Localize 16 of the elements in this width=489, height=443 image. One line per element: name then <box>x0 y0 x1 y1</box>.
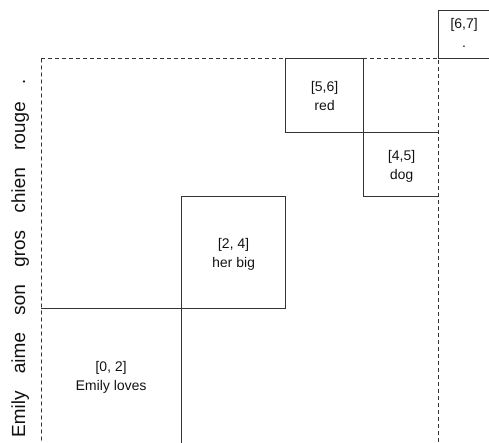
span-words: Emily loves <box>76 376 146 395</box>
span-index: [4,5] <box>388 146 416 164</box>
span-words: her big <box>212 252 255 272</box>
span-box <box>363 132 439 197</box>
span-index: [5,6] <box>310 76 338 96</box>
sentence-label: Emily aime son gros chien rouge . <box>8 78 31 437</box>
span-index: [2, 4] <box>218 234 250 252</box>
span-box <box>438 10 489 59</box>
span-words: . <box>462 33 466 52</box>
span-box <box>181 196 286 309</box>
span-box <box>41 308 182 443</box>
span-index: [6,7] <box>450 14 478 33</box>
span-words: dog <box>390 164 414 184</box>
span-index: [0, 2] <box>95 357 127 376</box>
span-words: red <box>314 96 335 114</box>
span-box <box>285 58 364 133</box>
